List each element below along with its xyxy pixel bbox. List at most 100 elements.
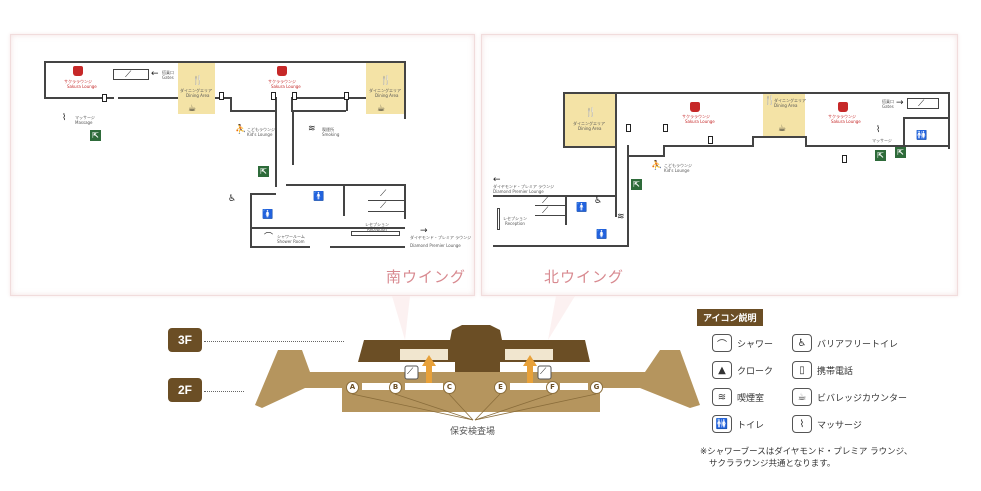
wall bbox=[275, 97, 277, 187]
wall bbox=[118, 97, 230, 99]
shower-icon: ⌒ bbox=[712, 334, 732, 352]
wall bbox=[44, 97, 114, 99]
gate-a[interactable]: A bbox=[346, 381, 359, 394]
legend-label: 携帯電話 bbox=[817, 366, 854, 377]
dining-area bbox=[366, 63, 404, 114]
reception-label-en: Reception bbox=[505, 221, 525, 226]
legend-note-line2: サクララウンジ共通となります。 bbox=[709, 459, 836, 469]
wall bbox=[291, 97, 293, 111]
escalator-box bbox=[907, 98, 939, 109]
emergency-exit-icon: ⇱ bbox=[875, 150, 886, 161]
wall bbox=[563, 92, 565, 148]
wall bbox=[805, 145, 950, 147]
beverage-counter-icon: ☕ bbox=[792, 388, 812, 406]
reception-counter bbox=[351, 231, 400, 236]
dining-label: ダイニングエリア bbox=[369, 88, 401, 93]
emergency-exit-icon: ⇱ bbox=[631, 179, 642, 190]
escalator-icon: ⟋ bbox=[540, 367, 547, 377]
shower-icon: ⌒ bbox=[264, 233, 274, 243]
mobile-phone-icon: ▯ bbox=[792, 361, 812, 379]
mobile-phone-icon bbox=[292, 92, 297, 100]
wall bbox=[535, 205, 565, 206]
wall bbox=[368, 200, 404, 201]
wall bbox=[752, 136, 805, 138]
smoking-icon: ≋ bbox=[308, 124, 316, 134]
north-wing-panel bbox=[481, 34, 958, 296]
floor-3f-badge[interactable]: 3F bbox=[168, 328, 202, 352]
sakura-lounge-label-en: Sakura Lounge bbox=[685, 119, 715, 124]
floor-2f-badge[interactable]: 2F bbox=[168, 378, 202, 402]
kids-lounge-label: こどもラウンジ bbox=[247, 127, 275, 132]
beverage-counter-icon: ☕ bbox=[778, 124, 787, 134]
legend-item-mobile-phone: ▯ 携帯電話 bbox=[792, 361, 853, 379]
escalator-icon: ⟋ bbox=[125, 70, 132, 80]
mobile-phone-icon bbox=[708, 136, 713, 144]
sakura-lounge-label-en: Sakura Lounge bbox=[271, 84, 301, 89]
accessible-toilet-icon: ♿ bbox=[228, 194, 237, 204]
mobile-phone-icon bbox=[271, 92, 276, 100]
wall bbox=[343, 184, 345, 216]
wall bbox=[493, 195, 616, 197]
kids-lounge-label: こどもラウンジ bbox=[664, 163, 692, 168]
massage-label: マッサージ bbox=[75, 115, 95, 120]
gate-c[interactable]: C bbox=[443, 381, 456, 394]
beverage-counter-icon: ☕ bbox=[188, 104, 197, 114]
wall bbox=[493, 245, 629, 247]
dining-label: ダイニングエリア bbox=[573, 121, 605, 126]
diamond-lounge-label-en: Diamond Premier Lounge bbox=[410, 243, 461, 248]
arrow-left-icon: ← bbox=[493, 175, 501, 185]
toilet-icon: 🚻 bbox=[916, 131, 928, 141]
massage-icon: ⌇ bbox=[876, 125, 881, 135]
wall bbox=[627, 145, 629, 247]
wall bbox=[346, 97, 348, 111]
shower-room-label-en: Shower Room bbox=[277, 239, 305, 244]
dining-icon: 🍴 bbox=[192, 76, 204, 86]
sakura-lounge-icon bbox=[838, 102, 848, 112]
gate-b[interactable]: B bbox=[389, 381, 402, 394]
legend-note: ※シャワーブースはダイヤモンド・プレミア ラウンジ、 サクララウンジ共通となりま… bbox=[700, 446, 912, 470]
sakura-lounge-label-en: Sakura Lounge bbox=[67, 84, 97, 89]
wall bbox=[291, 110, 346, 112]
mobile-phone-icon bbox=[102, 94, 107, 102]
smoking-label-en: Smoking bbox=[322, 132, 340, 137]
diamond-lounge-label: ダイヤモンド・プレミア ラウンジ bbox=[493, 184, 555, 189]
dining-label-en: Dining Area bbox=[186, 93, 210, 98]
toilet-icon: 🚹 bbox=[313, 192, 325, 202]
wall bbox=[330, 246, 405, 248]
legend-item-beverage: ☕ ビバレッジカウンター bbox=[792, 388, 907, 406]
wall bbox=[404, 61, 406, 119]
legend-item-smoking: ≋ 喫煙室 bbox=[712, 388, 764, 406]
wall bbox=[250, 227, 405, 229]
legend-note-line1: ※シャワーブースはダイヤモンド・プレミア ラウンジ、 bbox=[700, 447, 913, 457]
kids-lounge-label-en: Kid's Lounge bbox=[247, 132, 273, 137]
gate-g[interactable]: G bbox=[590, 381, 603, 394]
wall bbox=[663, 145, 753, 147]
smoking-icon: ≋ bbox=[712, 388, 732, 406]
legend-label: ビバレッジカウンター bbox=[817, 393, 908, 404]
gates-label: 搭乗口 bbox=[882, 99, 894, 104]
legend-item-toilet: 🚻 トイレ bbox=[712, 415, 764, 433]
legend-title: アイコン説明 bbox=[697, 309, 763, 326]
security-check-label: 保安検査場 bbox=[450, 427, 496, 437]
gate-e[interactable]: E bbox=[494, 381, 507, 394]
dining-area bbox=[763, 94, 805, 136]
wall bbox=[44, 61, 406, 63]
mobile-phone-icon bbox=[842, 155, 847, 163]
gate-f[interactable]: F bbox=[546, 381, 559, 394]
dining-label-en: Dining Area bbox=[774, 103, 798, 108]
sakura-lounge-label: サクララウンジ bbox=[268, 79, 296, 84]
wall bbox=[250, 193, 276, 195]
dining-area bbox=[178, 63, 215, 114]
wall bbox=[903, 117, 905, 147]
beverage-counter-icon: ☕ bbox=[377, 104, 386, 114]
gates-label-en: Gates bbox=[162, 75, 174, 80]
kids-icon: ⛹ bbox=[651, 161, 663, 171]
stairs-icon: ⟋ bbox=[542, 196, 549, 206]
legend-label: 喫煙室 bbox=[737, 393, 765, 404]
wall bbox=[563, 92, 950, 94]
wall bbox=[250, 193, 252, 247]
wall bbox=[286, 184, 406, 186]
escalator-icon: ⟋ bbox=[542, 206, 549, 216]
wall bbox=[230, 97, 232, 111]
